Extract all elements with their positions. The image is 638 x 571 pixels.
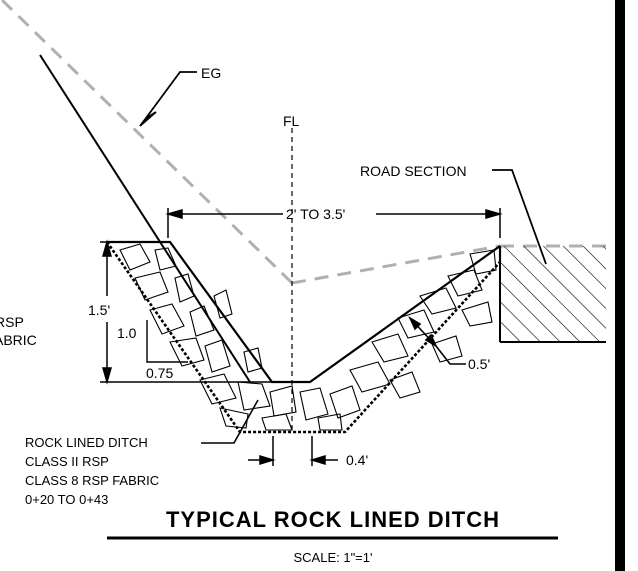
top-width-dimension [165, 208, 503, 238]
top-width-label: 2' TO 3.5' [286, 206, 345, 222]
note-line-4: 0+20 TO 0+43 [25, 492, 108, 507]
fl-label: FL [283, 113, 300, 129]
road-section-hatch [499, 246, 606, 343]
ditch-note: ROCK LINED DITCH CLASS II RSP CLASS 8 RS… [25, 435, 159, 507]
rock-pattern [119, 243, 497, 431]
bottom-width-label: 0.4' [346, 452, 368, 468]
scale-label: SCALE: 1"=1' [293, 550, 372, 565]
bottom-width-dimension [248, 436, 338, 466]
slope-indicator [146, 320, 188, 363]
thickness-dimension [408, 315, 466, 365]
depth-dimension [100, 239, 272, 385]
note-line-2: CLASS II RSP [25, 454, 109, 469]
drawing-title: TYPICAL ROCK LINED DITCH [166, 507, 500, 532]
slope-run-label: 0.75 [146, 365, 173, 381]
slope-rise-label: 1.0 [117, 325, 137, 341]
depth-label: 1.5' [88, 302, 110, 318]
eg-leader [139, 71, 197, 127]
note-leader [201, 399, 259, 444]
thickness-label: 0.5' [468, 356, 490, 372]
eg-label: EG [201, 65, 221, 81]
cut-slope-line [39, 54, 251, 383]
sheet-border [615, 0, 625, 571]
rock-lining [105, 240, 502, 434]
road-section-label: ROAD SECTION [360, 163, 467, 179]
left-clipped-label-2: ABRIC [0, 332, 37, 348]
note-line-1: ROCK LINED DITCH [25, 435, 148, 450]
existing-ground-line [0, 0, 606, 285]
note-line-3: CLASS 8 RSP FABRIC [25, 473, 159, 488]
left-clipped-label-1: RSP [0, 314, 24, 330]
road-section-leader [492, 169, 547, 265]
